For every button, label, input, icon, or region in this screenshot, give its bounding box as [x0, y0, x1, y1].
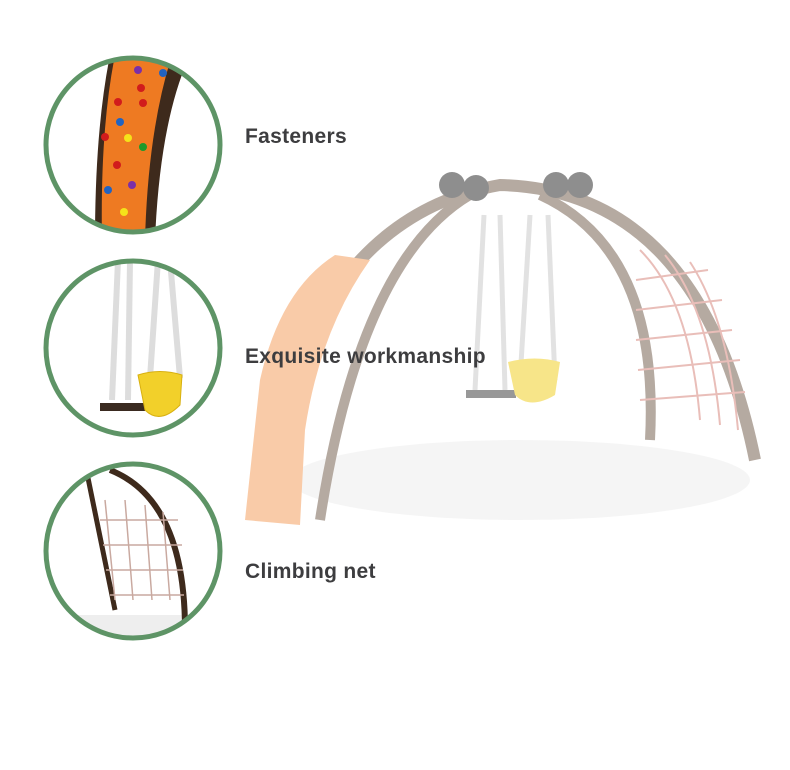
feature-label-workmanship: Exquisite workmanship [245, 345, 486, 368]
climbing-net-detail-image [60, 467, 218, 636]
fasteners-detail-image [95, 60, 190, 230]
swing-set-image [245, 172, 761, 525]
workmanship-detail-image [100, 263, 183, 417]
workmanship-ring [43, 258, 223, 438]
climbing-net-ring [43, 461, 223, 641]
feature-label-climbing-net: Climbing net [245, 560, 376, 583]
feature-label-fasteners: Fasteners [245, 125, 347, 148]
fasteners-ring [43, 55, 223, 235]
